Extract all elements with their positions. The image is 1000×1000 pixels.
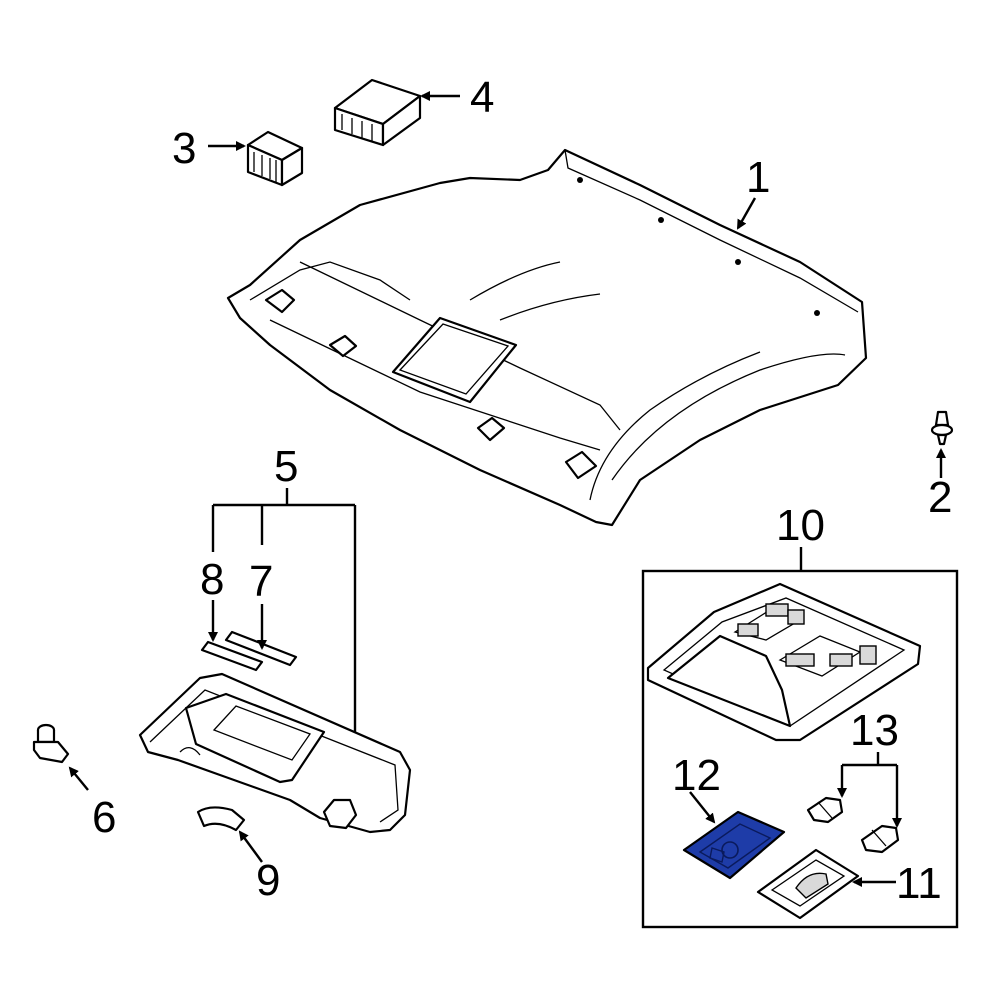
callout-7: 7 [249,557,273,606]
visor-clip-part[interactable] [200,640,264,672]
callout-12: 12 [672,751,721,800]
callout-6: 6 [92,793,116,842]
bracket-5 [211,488,360,744]
bulb-part-2[interactable] [860,824,900,854]
leader-line-6 [68,766,89,791]
sun-visor-part[interactable] [138,672,412,834]
pad-large-part[interactable] [333,78,422,147]
lamp-cover-part[interactable] [756,848,860,920]
callout-8: 8 [200,555,224,604]
dome-lamp-housing-part[interactable] [646,582,922,742]
pad-small-part[interactable] [246,130,304,187]
callout-2: 2 [928,473,952,522]
leader-line-12 [689,791,716,824]
bracket-13 [837,752,902,828]
callout-1: 1 [746,153,770,202]
callout-13: 13 [850,706,899,755]
callout-5: 5 [274,442,298,491]
lamp-kit-box [641,547,959,929]
leader-line-1 [736,197,757,230]
leader-line-9 [238,830,263,863]
callout-10: 10 [776,501,825,550]
headliner-part[interactable] [226,148,868,527]
visor-hook-part[interactable] [196,806,246,832]
callout-9: 9 [256,856,280,905]
lamp-lens-part[interactable] [682,810,786,880]
bulb-part-1[interactable] [806,796,844,824]
visor-bracket-part[interactable] [32,723,70,764]
screw-part[interactable] [930,410,954,446]
callout-3: 3 [172,124,196,173]
callout-4: 4 [470,73,494,122]
callout-11: 11 [896,859,942,908]
